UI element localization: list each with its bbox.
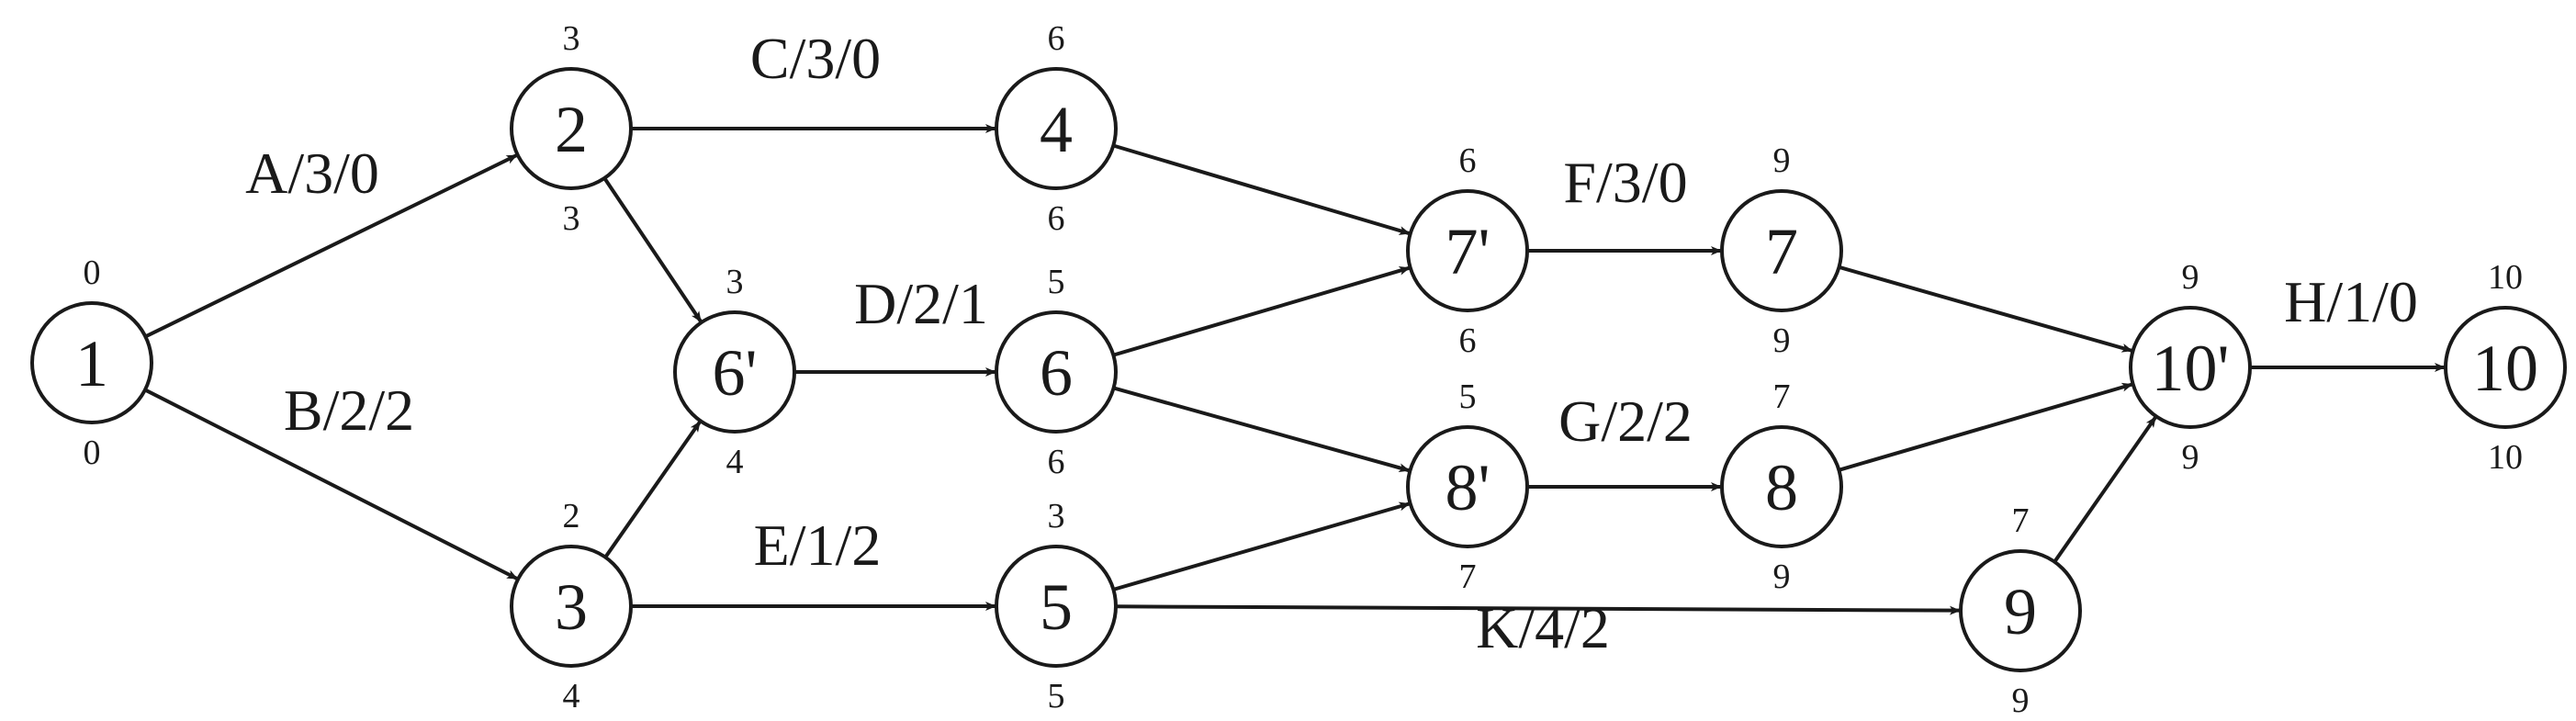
node-circle-n6 bbox=[995, 310, 1118, 434]
late-time-n10: 10 bbox=[2488, 438, 2523, 477]
edge-label-n7p-n7: F/3/0 bbox=[1563, 150, 1687, 215]
node-label-n2: 2 bbox=[555, 93, 588, 166]
edge-n5-n9 bbox=[1115, 604, 1962, 615]
node-circle-n4 bbox=[995, 67, 1118, 190]
node-circle-n2 bbox=[510, 67, 633, 190]
edge-n6-n8p bbox=[1113, 386, 1411, 473]
node-label-n6p: 6' bbox=[713, 336, 758, 410]
node-circle-n1 bbox=[30, 301, 153, 424]
node-n4: 4 6 6 bbox=[995, 19, 1118, 238]
edge-label-n1-n2: A/3/0 bbox=[245, 141, 379, 206]
early-time-n10: 10 bbox=[2488, 258, 2523, 297]
edge-label-n6p-n6: D/2/1 bbox=[854, 271, 988, 336]
node-n2: 2 3 3 bbox=[510, 19, 633, 238]
node-n6: 6 5 6 bbox=[995, 263, 1118, 481]
edges bbox=[144, 124, 2446, 615]
edge-n9-n10p bbox=[2053, 415, 2157, 563]
late-time-n7p: 6 bbox=[1459, 321, 1477, 360]
edge-n7-n10p bbox=[1838, 265, 2133, 353]
node-n10: 10 10 10 bbox=[2444, 258, 2567, 477]
node-circle-n9 bbox=[1959, 549, 2082, 672]
late-time-n5: 5 bbox=[1048, 677, 1065, 715]
node-n7p: 7' 6 6 bbox=[1406, 141, 1529, 360]
node-label-n8p: 8' bbox=[1445, 451, 1490, 524]
node-label-n7p: 7' bbox=[1445, 215, 1490, 288]
node-label-n1: 1 bbox=[75, 327, 108, 400]
node-label-n10p: 10' bbox=[2152, 332, 2230, 405]
node-n7: 7 9 9 bbox=[1720, 141, 1843, 360]
node-label-n10: 10 bbox=[2472, 332, 2538, 405]
late-time-n8: 9 bbox=[1773, 558, 1791, 596]
early-time-n8: 7 bbox=[1773, 377, 1791, 416]
edge-label-n2-n4: C/3/0 bbox=[750, 26, 881, 91]
node-circle-n8 bbox=[1720, 425, 1843, 548]
early-time-n7p: 6 bbox=[1459, 141, 1477, 180]
node-circle-n10p bbox=[2129, 306, 2252, 429]
early-time-n4: 6 bbox=[1048, 19, 1065, 58]
early-time-n10p: 9 bbox=[2182, 258, 2199, 297]
edge-n5-n8p bbox=[1112, 501, 1411, 591]
node-n8p: 8' 5 7 bbox=[1406, 377, 1529, 596]
edge-label-n10p-n10: H/1/0 bbox=[2284, 269, 2418, 334]
early-time-n5: 3 bbox=[1048, 497, 1065, 535]
late-time-n3: 4 bbox=[563, 677, 580, 715]
late-time-n7: 9 bbox=[1773, 321, 1791, 360]
early-time-n6: 5 bbox=[1048, 263, 1065, 301]
late-time-n8p: 7 bbox=[1459, 558, 1477, 596]
node-label-n4: 4 bbox=[1040, 93, 1073, 166]
node-label-n5: 5 bbox=[1040, 570, 1073, 644]
early-time-n6p: 3 bbox=[726, 263, 744, 301]
node-n8: 8 7 9 bbox=[1720, 377, 1843, 596]
node-circle-n7 bbox=[1720, 189, 1843, 312]
early-time-n7: 9 bbox=[1773, 141, 1791, 180]
node-circle-n10 bbox=[2444, 306, 2567, 429]
node-label-n8: 8 bbox=[1765, 451, 1798, 524]
edge-n1-n3 bbox=[144, 388, 519, 580]
edge-label-n1-n3: B/2/2 bbox=[284, 377, 414, 443]
edge-n3-n6p bbox=[603, 420, 702, 558]
late-time-n1: 0 bbox=[84, 434, 101, 472]
early-time-n1: 0 bbox=[84, 253, 101, 292]
node-label-n7: 7 bbox=[1765, 215, 1798, 288]
edge-label-n5-n9: K/4/2 bbox=[1476, 595, 1610, 660]
node-label-n9: 9 bbox=[2004, 575, 2037, 648]
early-time-n8p: 5 bbox=[1459, 377, 1477, 416]
edge-label-n3-n5: E/1/2 bbox=[754, 513, 882, 578]
early-time-n3: 2 bbox=[563, 497, 580, 535]
node-n6p: 6' 3 4 bbox=[673, 263, 796, 481]
node-circle-n5 bbox=[995, 545, 1118, 668]
node-label-n3: 3 bbox=[555, 570, 588, 644]
node-n3: 3 2 4 bbox=[510, 497, 633, 715]
late-time-n9: 9 bbox=[2012, 682, 2030, 720]
late-time-n2: 3 bbox=[563, 199, 580, 238]
edge-n6-n7p bbox=[1112, 265, 1411, 357]
edge-label-n8p-n8: G/2/2 bbox=[1558, 389, 1693, 454]
late-time-n4: 6 bbox=[1048, 199, 1065, 238]
node-circle-n7p bbox=[1406, 189, 1529, 312]
node-n9: 9 7 9 bbox=[1959, 501, 2082, 720]
late-time-n6p: 4 bbox=[726, 443, 744, 481]
early-time-n2: 3 bbox=[563, 19, 580, 58]
edge-n2-n6p bbox=[602, 176, 703, 323]
node-label-n6: 6 bbox=[1040, 336, 1073, 410]
node-circle-n3 bbox=[510, 545, 633, 668]
node-n10p: 10' 9 9 bbox=[2129, 258, 2252, 477]
edge-n8-n10p bbox=[1838, 382, 2133, 472]
late-time-n6: 6 bbox=[1048, 443, 1065, 481]
edge-labels: A/3/0B/2/2 C/3/0D/2/1E/1/2 F/3/0G/2/2K/4/2… bbox=[245, 26, 2418, 660]
node-circle-n6p bbox=[673, 310, 796, 434]
node-circle-n8p bbox=[1406, 425, 1529, 548]
node-n1: 1 0 0 bbox=[30, 253, 153, 472]
early-time-n9: 7 bbox=[2012, 501, 2030, 540]
node-n5: 5 3 5 bbox=[995, 497, 1118, 715]
edge-n1-n2 bbox=[144, 153, 518, 339]
late-time-n10p: 9 bbox=[2182, 438, 2199, 477]
edge-n4-n7p bbox=[1112, 143, 1411, 236]
